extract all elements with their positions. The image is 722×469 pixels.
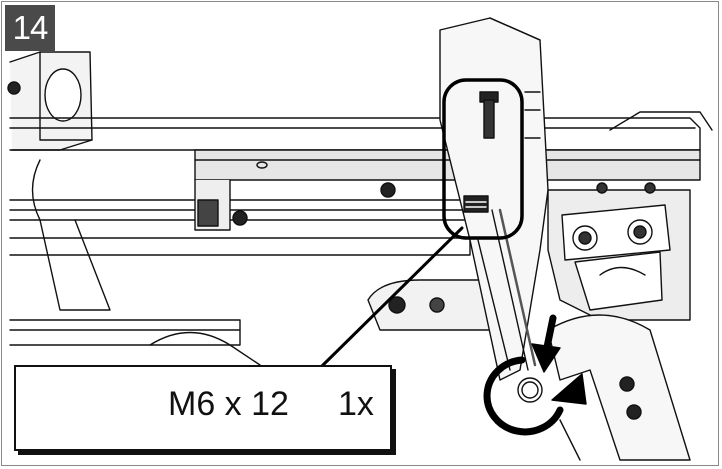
upper-rail [9,111,713,181]
left-bracket [7,51,93,151]
lower-right-arc [547,314,691,461]
leader-line [320,226,464,368]
step-number: 14 [5,5,55,51]
rotate-arrow-icon [483,356,587,436]
right-bracket [547,182,691,321]
lower-arm [9,279,511,366]
part-size-label: M6 x 12 [168,385,289,423]
down-arrow-icon [531,314,561,373]
part-quantity-label: 1x [338,385,374,423]
detail-callout [442,78,524,240]
parts-box [14,365,392,451]
